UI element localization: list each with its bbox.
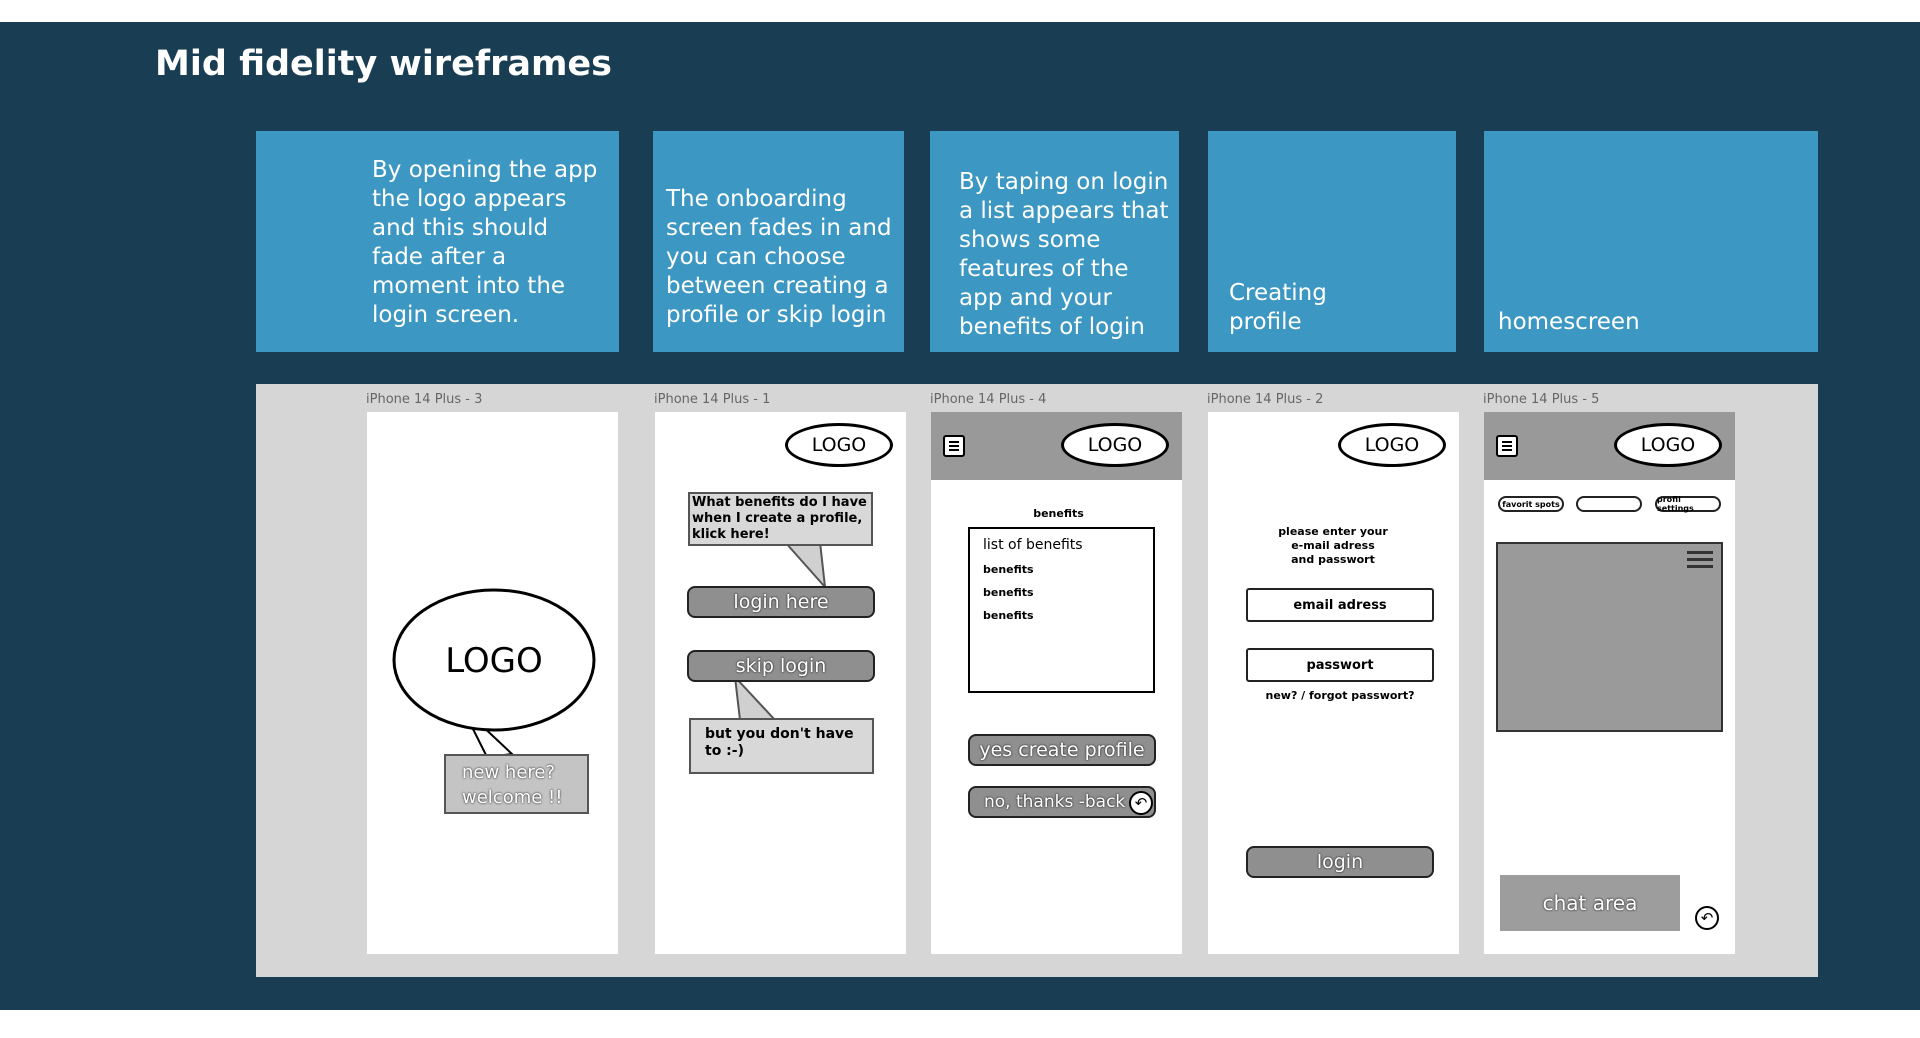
frame-label: iPhone 14 Plus - 4 — [930, 392, 1047, 407]
back-arrow-icon[interactable]: ↶ — [1129, 791, 1153, 815]
logo: LOGO — [1061, 423, 1169, 467]
card-text: By taping on login a list appears that s… — [959, 169, 1169, 340]
skip-login-button[interactable]: skip login — [687, 650, 875, 682]
description-card-5: homescreen — [1484, 131, 1818, 352]
center-chip[interactable] — [1576, 496, 1642, 512]
welcome-text: new here? welcome !! — [462, 762, 563, 808]
frame-homescreen: LOGO favorit spots profil settings chat … — [1484, 412, 1735, 954]
page-title: Mid fidelity wireframes — [155, 44, 612, 84]
frame-label: iPhone 14 Plus - 2 — [1207, 392, 1324, 407]
chat-area-button[interactable]: chat area — [1500, 875, 1680, 931]
create-profile-button[interactable]: yes create profile — [968, 734, 1156, 766]
frame-label: iPhone 14 Plus - 5 — [1483, 392, 1600, 407]
benefits-question: What benefits do I have when I create a … — [692, 495, 867, 542]
frame-benefits: LOGO benefits list of benefits benefits … — [931, 412, 1182, 954]
description-card-3: By taping on login a list appears that s… — [930, 131, 1179, 352]
frame-splash: LOGO new here? welcome !! — [367, 412, 618, 954]
logo: LOGO — [785, 423, 893, 467]
card-text: By opening the app the logo appears and … — [372, 157, 598, 328]
favorit-spots-chip[interactable]: favorit spots — [1498, 496, 1564, 512]
chip-label: profil settings — [1657, 495, 1694, 513]
benefits-list-box: list of benefits benefits benefits benef… — [968, 527, 1155, 693]
list-item: benefits — [983, 586, 1034, 599]
login-here-button[interactable]: login here — [687, 586, 875, 618]
card-text: Creating profile — [1229, 280, 1327, 335]
back-button[interactable]: no, thanks -back — [968, 786, 1156, 818]
forgot-password-link[interactable]: new? / forgot passwort? — [1265, 689, 1415, 702]
welcome-bubble: new here? welcome !! — [444, 754, 589, 814]
description-card-1: By opening the app the logo appears and … — [256, 131, 619, 352]
card-text: The onboarding screen fades in and you c… — [666, 186, 892, 328]
chip-label: favorit spots — [1502, 499, 1560, 509]
logo: LOGO — [1614, 423, 1722, 467]
hamburger-icon[interactable] — [1687, 551, 1713, 571]
frame-label: iPhone 14 Plus - 3 — [366, 392, 483, 407]
logo: LOGO — [445, 641, 543, 681]
skip-note: but you don't have to :-) — [705, 726, 854, 759]
frame-onboarding: LOGO What benefits do I have when I crea… — [655, 412, 906, 954]
description-card-2: The onboarding screen fades in and you c… — [653, 131, 904, 352]
menu-icon[interactable] — [943, 435, 965, 457]
list-title: list of benefits — [983, 537, 1083, 553]
menu-icon[interactable] — [1496, 435, 1518, 457]
email-field[interactable]: email adress — [1246, 588, 1434, 622]
benefits-heading: benefits — [1033, 507, 1084, 520]
login-prompt: please enter your e-mail adress and pass… — [1278, 525, 1388, 566]
map-area[interactable] — [1496, 542, 1723, 732]
card-text: homescreen — [1498, 309, 1640, 335]
description-card-4: Creating profile — [1208, 131, 1456, 352]
benefits-bubble: What benefits do I have when I create a … — [688, 492, 873, 546]
frame-create-profile: LOGO please enter your e-mail adress and… — [1208, 412, 1459, 954]
splash-logo-bubble — [392, 588, 596, 759]
skip-bubble: but you don't have to :-) — [689, 718, 874, 774]
profil-settings-chip[interactable]: profil settings — [1655, 495, 1721, 513]
password-field[interactable]: passwort — [1246, 648, 1434, 682]
logo: LOGO — [1338, 423, 1446, 467]
login-button[interactable]: login — [1246, 846, 1434, 878]
back-button-label: no, thanks -back — [984, 792, 1126, 812]
list-item: benefits — [983, 609, 1034, 622]
list-item: benefits — [983, 563, 1034, 576]
frame-label: iPhone 14 Plus - 1 — [654, 392, 771, 407]
back-arrow-icon[interactable]: ↶ — [1695, 906, 1719, 930]
